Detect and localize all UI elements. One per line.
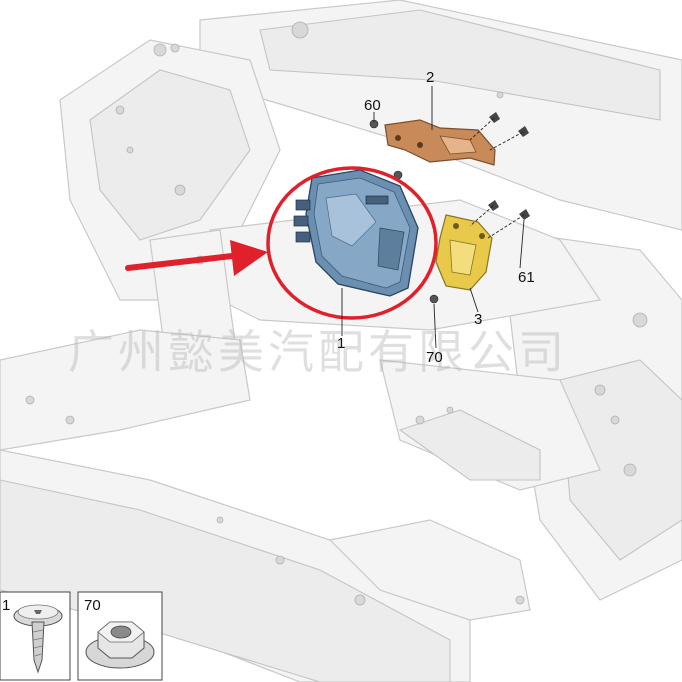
lower-bracket[interactable] bbox=[435, 214, 493, 291]
callout-60: 60 bbox=[364, 97, 381, 114]
watermark-text: 广州懿美汽配有限公司 bbox=[68, 325, 568, 379]
callout-1: 1 bbox=[337, 335, 345, 352]
screw-icon[interactable] bbox=[519, 209, 530, 220]
callout-61: 61 bbox=[518, 269, 535, 286]
fasteners bbox=[369, 112, 530, 304]
callout-2: 2 bbox=[426, 69, 434, 86]
screw-icon[interactable] bbox=[489, 112, 500, 123]
thumbnail-screw[interactable]: 1 bbox=[0, 591, 71, 681]
callout-3: 3 bbox=[474, 311, 482, 328]
callout-leaders bbox=[341, 86, 525, 349]
flange-nut-icon[interactable] bbox=[429, 294, 439, 304]
thumbnail-screw-label: 1 bbox=[2, 597, 10, 614]
red-arrow-icon bbox=[125, 240, 268, 276]
thumbnail-nut[interactable]: 70 bbox=[77, 591, 163, 681]
highlight-circle bbox=[266, 166, 438, 320]
upper-bracket[interactable] bbox=[384, 119, 496, 166]
control-module[interactable] bbox=[293, 169, 419, 297]
flange-nut-icon bbox=[85, 621, 155, 669]
thumbnail-nut-label: 70 bbox=[84, 597, 101, 614]
callout-70: 70 bbox=[426, 349, 443, 366]
screw-icon bbox=[13, 604, 63, 674]
screw-icon[interactable] bbox=[488, 200, 499, 211]
screw-icon[interactable] bbox=[518, 126, 529, 137]
